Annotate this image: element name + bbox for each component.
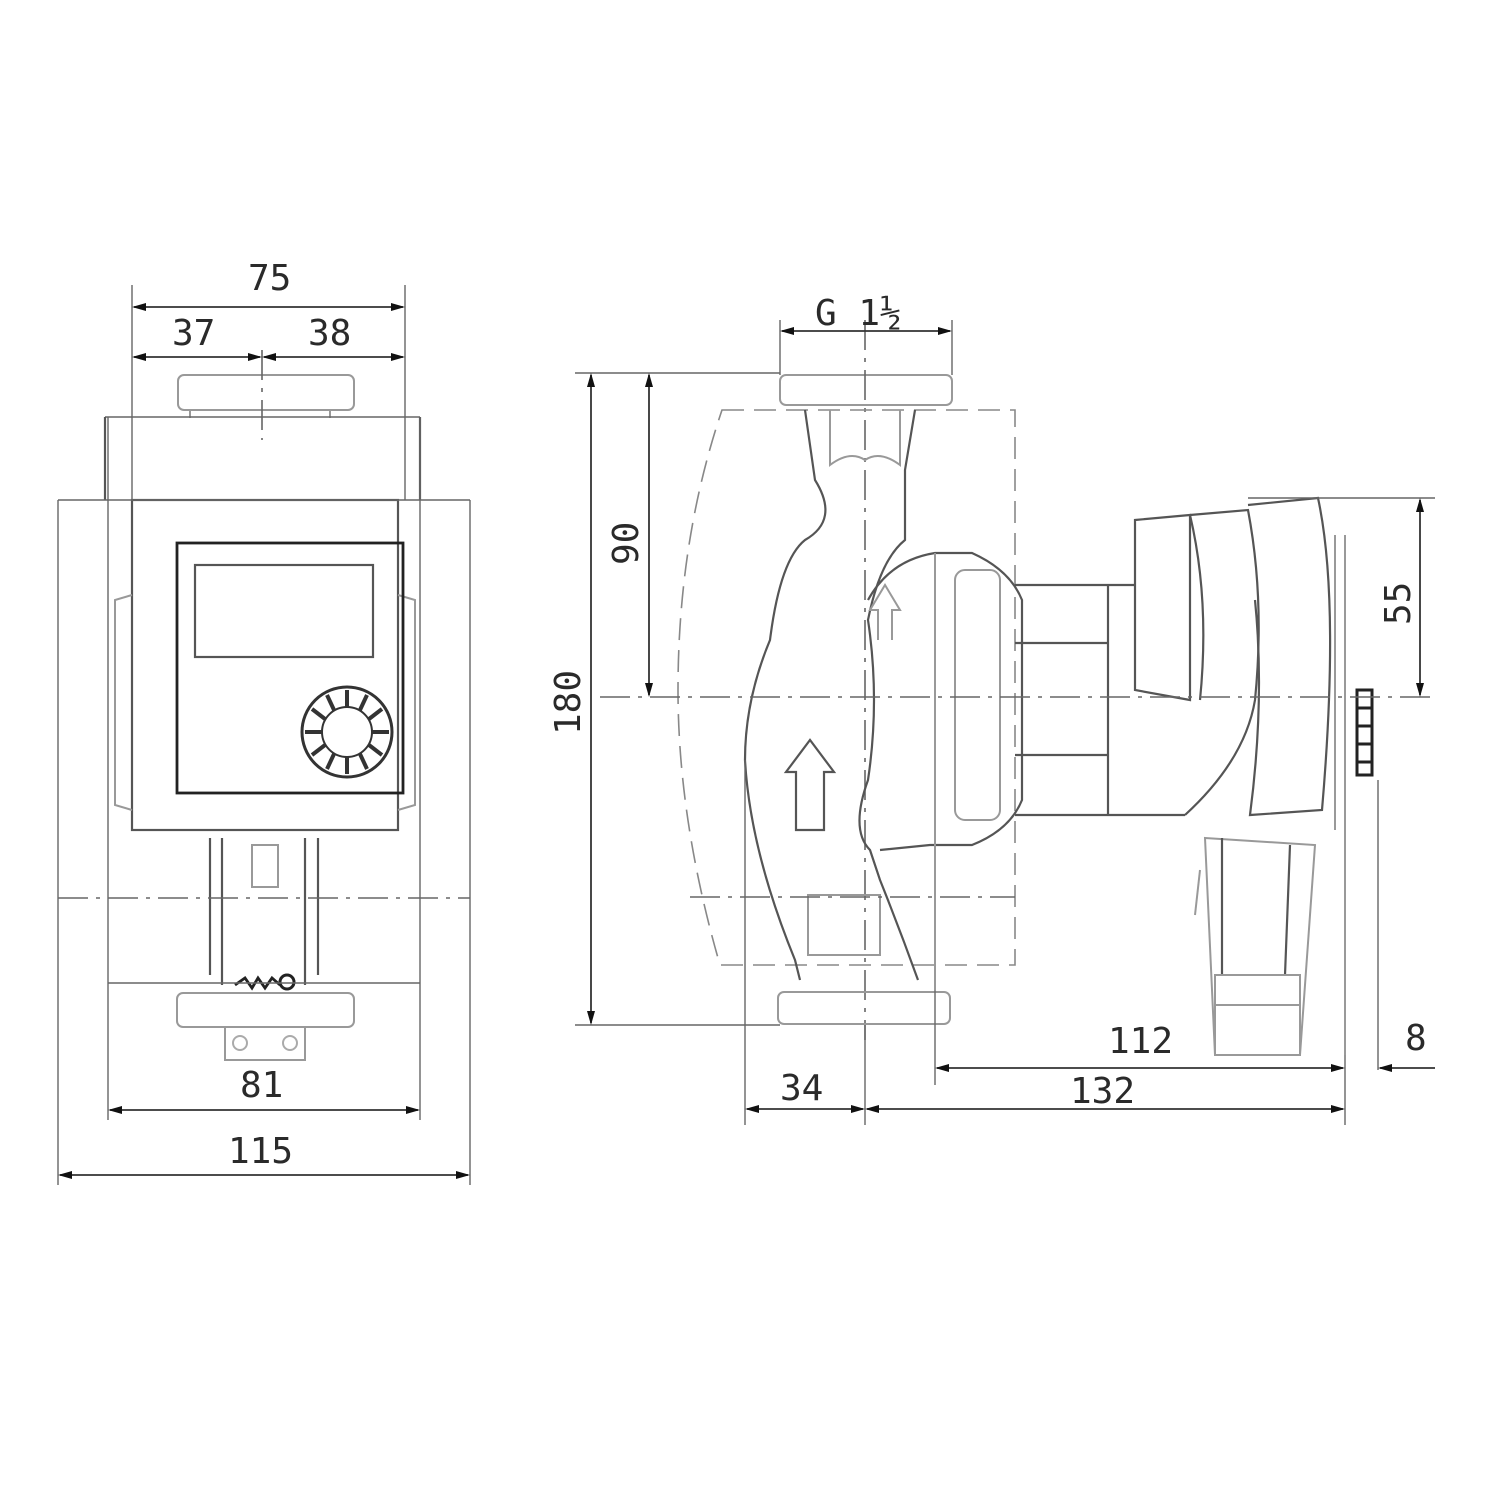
lower-neck xyxy=(208,838,320,991)
dim-81: 81 xyxy=(240,1065,283,1106)
dim-115: 115 xyxy=(228,1131,293,1172)
dim-37: 37 xyxy=(172,313,215,354)
control-panel xyxy=(175,541,405,795)
front-view: 75 37 38 81 115 xyxy=(57,258,471,1185)
dim-55: 55 xyxy=(1378,582,1419,625)
cable-gland-icon xyxy=(1355,688,1374,777)
dim-180: 180 xyxy=(548,670,589,735)
side-view: G 1½ 180 90 55 112 8 34 132 xyxy=(548,293,1435,1125)
dim-112: 112 xyxy=(1108,1021,1173,1062)
dim-34: 34 xyxy=(780,1068,823,1109)
dim-90: 90 xyxy=(606,522,647,565)
dim-75: 75 xyxy=(248,258,291,299)
dim-g-thread: G 1½ xyxy=(815,293,902,334)
motor xyxy=(1133,496,1346,1055)
dim-132: 132 xyxy=(1070,1071,1135,1112)
flow-arrow-icon xyxy=(868,583,902,640)
flow-arrow-icon xyxy=(783,738,837,832)
display-screen xyxy=(193,563,375,659)
dim-38: 38 xyxy=(308,313,351,354)
control-knob-icon xyxy=(300,685,394,779)
top-flange xyxy=(177,374,355,418)
terminal-box xyxy=(1194,836,1317,1056)
dim-8: 8 xyxy=(1405,1018,1427,1059)
